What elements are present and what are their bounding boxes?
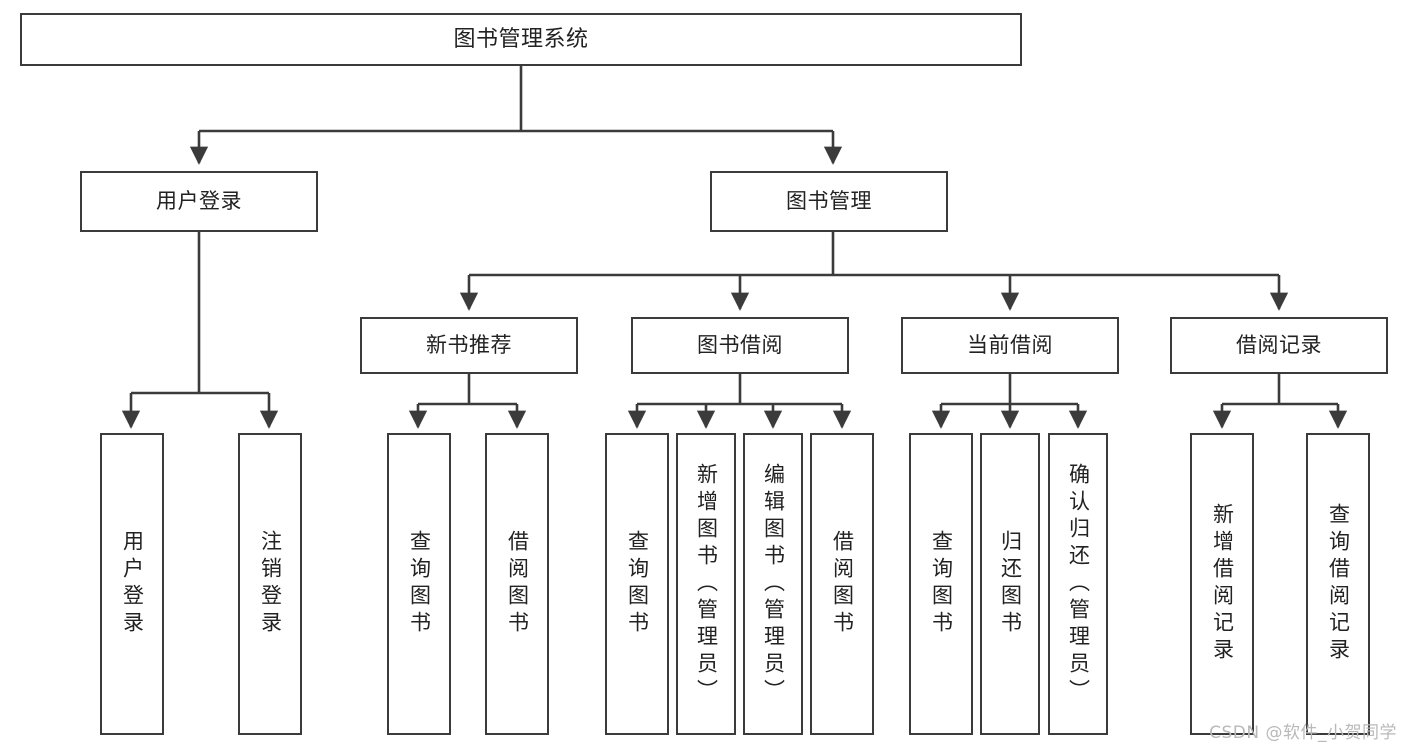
node-label: 查询图书	[625, 530, 650, 638]
node-label: 归还图书	[998, 530, 1023, 638]
node-new-book-recommend[interactable]: 新书推荐	[360, 317, 578, 374]
node-leaf-borrow-book-2[interactable]: 借阅图书	[810, 433, 874, 735]
node-label: 用户登录	[120, 530, 145, 638]
node-leaf-query-book-3[interactable]: 查询图书	[909, 433, 973, 735]
node-label: 图书管理	[786, 189, 872, 214]
node-label: 借阅图书	[830, 530, 855, 638]
node-label: 图书管理系统	[453, 26, 589, 52]
node-leaf-query-book-1[interactable]: 查询图书	[387, 433, 451, 735]
node-label: 用户登录	[156, 189, 242, 214]
node-leaf-add-book[interactable]: 新增图书（管理员）	[676, 433, 736, 735]
node-label: 查询图书	[929, 530, 954, 638]
node-label: 当前借阅	[967, 333, 1053, 358]
node-leaf-borrow-book-1[interactable]: 借阅图书	[485, 433, 549, 735]
node-label: 编辑图书（管理员）	[761, 462, 786, 706]
node-book-manage[interactable]: 图书管理	[710, 171, 948, 232]
node-leaf-query-book-2[interactable]: 查询图书	[605, 433, 669, 735]
node-leaf-confirm-return[interactable]: 确认归还（管理员）	[1048, 433, 1108, 735]
node-leaf-add-record[interactable]: 新增借阅记录	[1190, 433, 1254, 735]
node-user-login[interactable]: 用户登录	[80, 171, 318, 232]
node-leaf-edit-book[interactable]: 编辑图书（管理员）	[743, 433, 803, 735]
node-label: 新增图书（管理员）	[694, 462, 719, 706]
node-current-borrow[interactable]: 当前借阅	[901, 317, 1119, 374]
node-label: 新书推荐	[426, 333, 512, 358]
node-root-system[interactable]: 图书管理系统	[20, 13, 1022, 66]
node-borrow-record[interactable]: 借阅记录	[1170, 317, 1388, 374]
node-label: 确认归还（管理员）	[1066, 462, 1091, 706]
node-label: 查询借阅记录	[1326, 503, 1351, 665]
node-leaf-user-login[interactable]: 用户登录	[100, 433, 164, 735]
node-label: 图书借阅	[697, 333, 783, 358]
node-leaf-query-record[interactable]: 查询借阅记录	[1306, 433, 1370, 735]
node-label: 注销登录	[258, 530, 283, 638]
node-leaf-user-logout[interactable]: 注销登录	[238, 433, 302, 735]
node-label: 借阅记录	[1236, 333, 1322, 358]
node-book-borrow[interactable]: 图书借阅	[631, 317, 849, 374]
node-label: 查询图书	[407, 530, 432, 638]
node-leaf-return-book[interactable]: 归还图书	[980, 433, 1040, 735]
node-label: 借阅图书	[505, 530, 530, 638]
node-label: 新增借阅记录	[1210, 503, 1235, 665]
